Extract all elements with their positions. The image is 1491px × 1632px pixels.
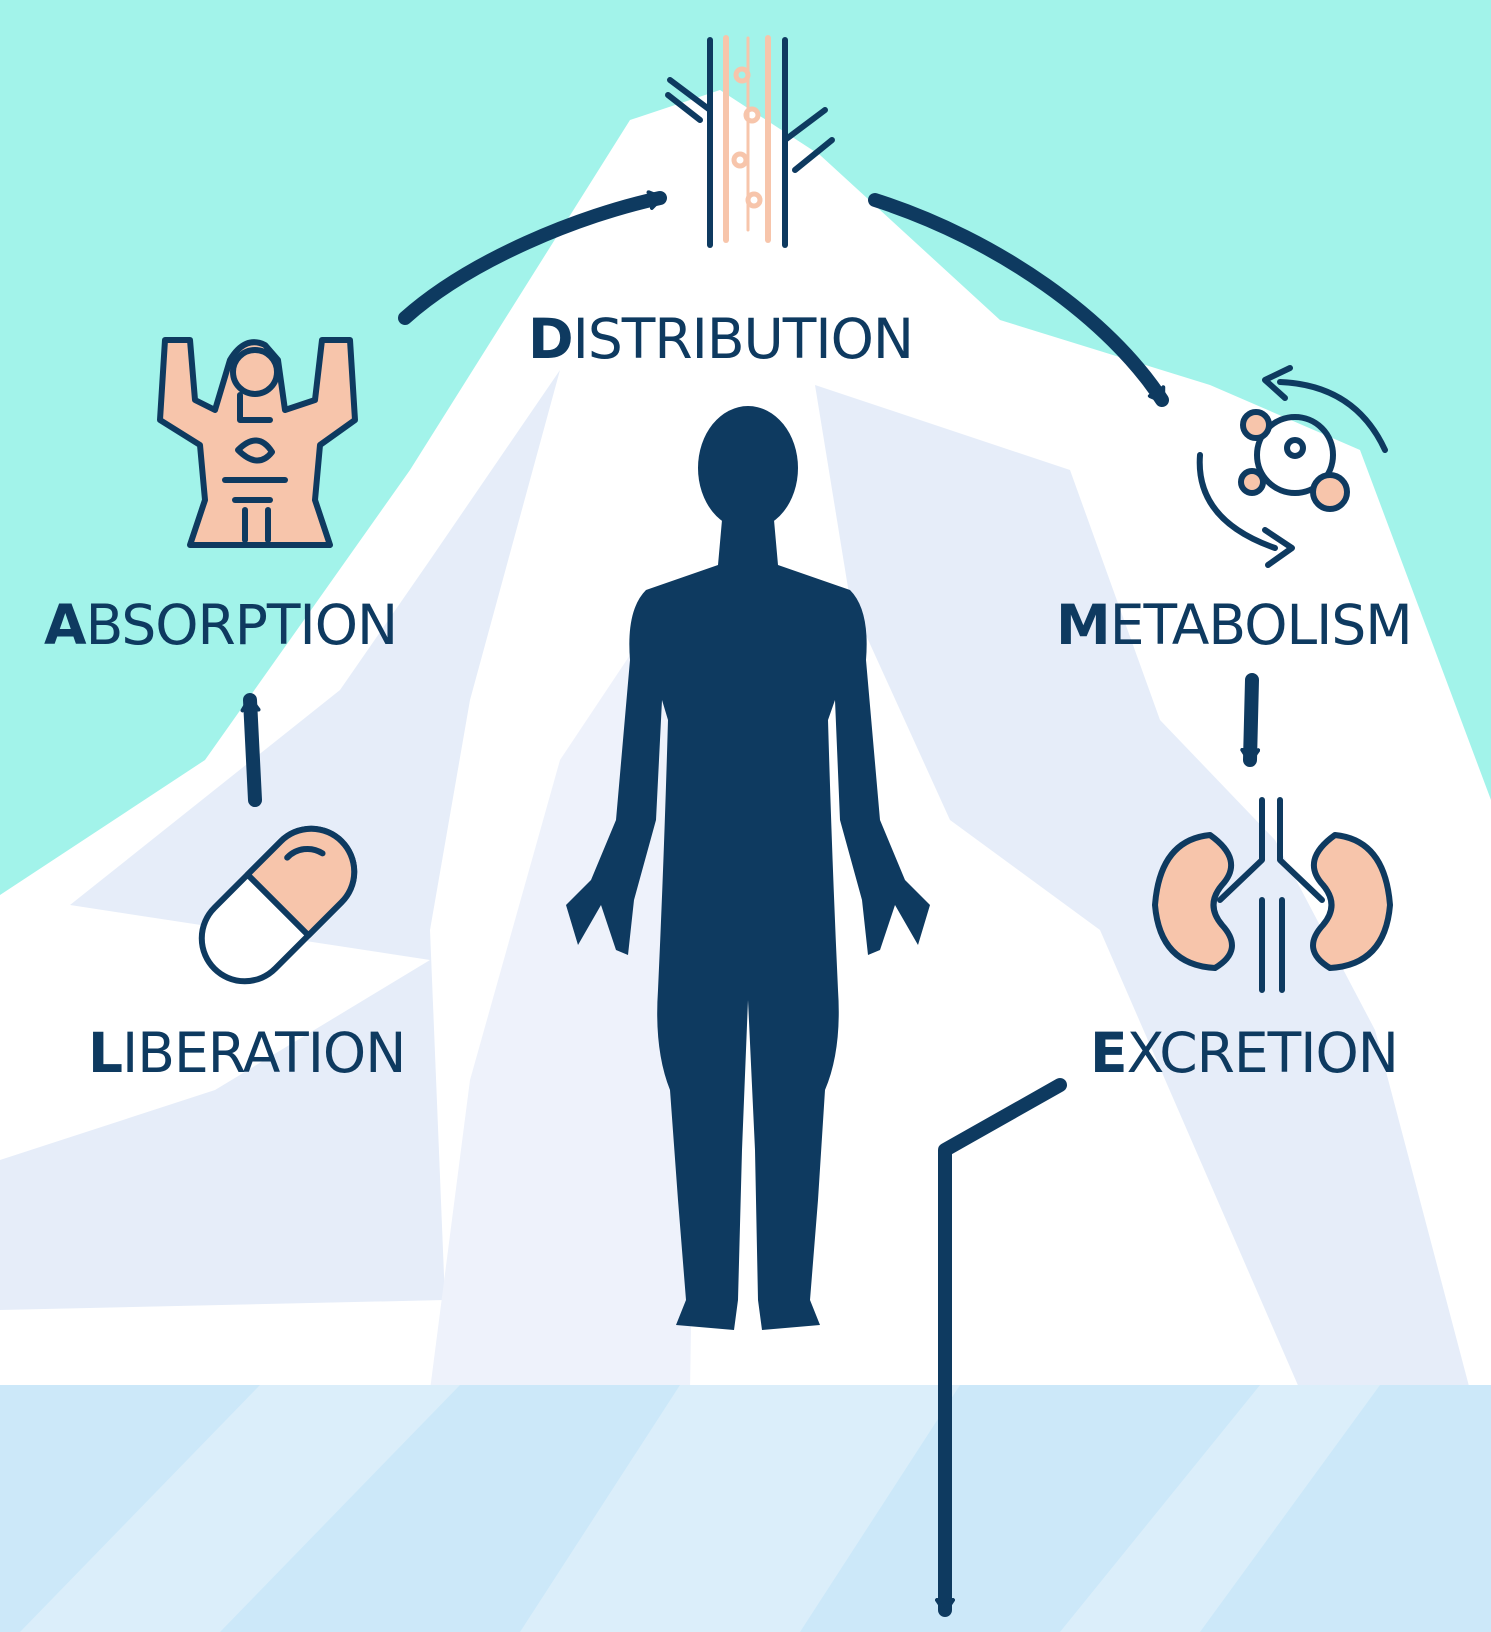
label-absorption: ABSORPTION bbox=[44, 598, 398, 653]
water-reflection-right bbox=[1060, 1385, 1380, 1632]
label-metabolism-rest: ETABOLISM bbox=[1109, 593, 1413, 657]
arrow-liberation-to-absorption bbox=[240, 693, 262, 807]
water-reflection-center bbox=[520, 1385, 960, 1632]
iceberg-shade-right bbox=[815, 385, 1470, 1390]
label-absorption-rest: BSORPTION bbox=[85, 593, 399, 657]
blood-vessel-icon bbox=[665, 35, 835, 248]
water-reflection-left bbox=[20, 1385, 460, 1632]
arrow-distribution-to-metabolism bbox=[868, 193, 1169, 407]
arrow-excretion-down bbox=[935, 1078, 1067, 1617]
label-absorption-initial: A bbox=[44, 593, 87, 657]
kidneys-icon bbox=[1152, 797, 1393, 993]
label-distribution: DISTRIBUTION bbox=[528, 312, 914, 367]
label-metabolism: METABOLISM bbox=[1056, 598, 1413, 653]
label-metabolism-initial: M bbox=[1056, 593, 1111, 657]
human-silhouette-icon bbox=[566, 406, 930, 1330]
capsule-pill-icon bbox=[198, 825, 358, 985]
label-excretion-initial: E bbox=[1090, 1021, 1128, 1085]
label-distribution-initial: D bbox=[528, 307, 574, 371]
arrow-absorption-to-distribution bbox=[398, 190, 667, 325]
label-excretion-rest: XCRETION bbox=[1126, 1021, 1399, 1085]
label-liberation-rest: IBERATION bbox=[122, 1021, 406, 1085]
arrow-metabolism-to-excretion bbox=[1240, 673, 1261, 767]
body-organs-icon bbox=[157, 337, 358, 548]
label-liberation: LIBERATION bbox=[88, 1026, 406, 1081]
label-liberation-initial: L bbox=[88, 1021, 123, 1085]
label-distribution-rest: ISTRIBUTION bbox=[572, 307, 914, 371]
cycle-molecule-icon bbox=[1196, 365, 1388, 568]
label-excretion: EXCRETION bbox=[1090, 1026, 1399, 1081]
